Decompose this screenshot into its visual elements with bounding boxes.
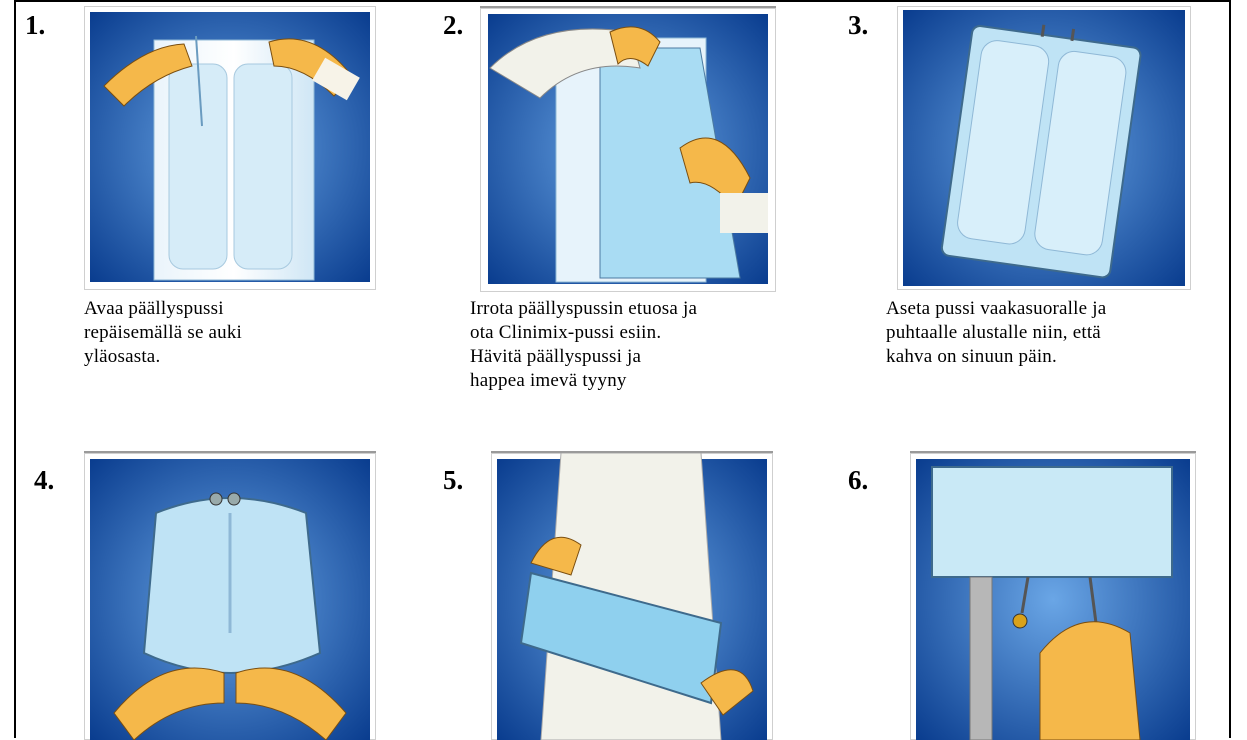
caption-line: Irrota päällyspussin etuosa ja	[470, 297, 697, 321]
caption-line: repäisemällä se auki	[84, 321, 242, 345]
step-6-illustration	[910, 451, 1196, 740]
caption-line: ota Clinimix-pussi esiin.	[470, 321, 697, 345]
table-border-left	[14, 0, 16, 738]
caption-line: puhtaalle alustalle niin, että	[886, 321, 1106, 345]
caption-line: Avaa päällyspussi	[84, 297, 242, 321]
caption-line: yläosasta.	[84, 345, 242, 369]
step-1-caption: Avaa päällyspussi repäisemällä se auki y…	[84, 297, 242, 369]
step-6-number: 6.	[848, 465, 868, 495]
step-2-caption: Irrota päällyspussin etuosa ja ota Clini…	[470, 297, 697, 393]
caption-line: Hävitä päällyspussi ja	[470, 345, 697, 369]
step-3-illustration	[897, 6, 1191, 290]
caption-line: Aseta pussi vaakasuoralle ja	[886, 297, 1106, 321]
step-4-illustration	[84, 451, 376, 740]
table-border-top	[14, 0, 1231, 2]
step-5-illustration	[491, 451, 773, 740]
caption-line: happea imevä tyyny	[470, 369, 697, 393]
caption-line: kahva on sinuun päin.	[886, 345, 1106, 369]
step-1-number: 1.	[25, 10, 45, 40]
step-5-number: 5.	[443, 465, 463, 495]
step-1-illustration	[84, 6, 376, 290]
step-2-illustration	[480, 6, 776, 292]
step-3-caption: Aseta pussi vaakasuoralle ja puhtaalle a…	[886, 297, 1106, 369]
step-4-number: 4.	[34, 465, 54, 495]
step-3-number: 3.	[848, 10, 868, 40]
table-border-right	[1229, 0, 1231, 738]
step-2-number: 2.	[443, 10, 463, 40]
